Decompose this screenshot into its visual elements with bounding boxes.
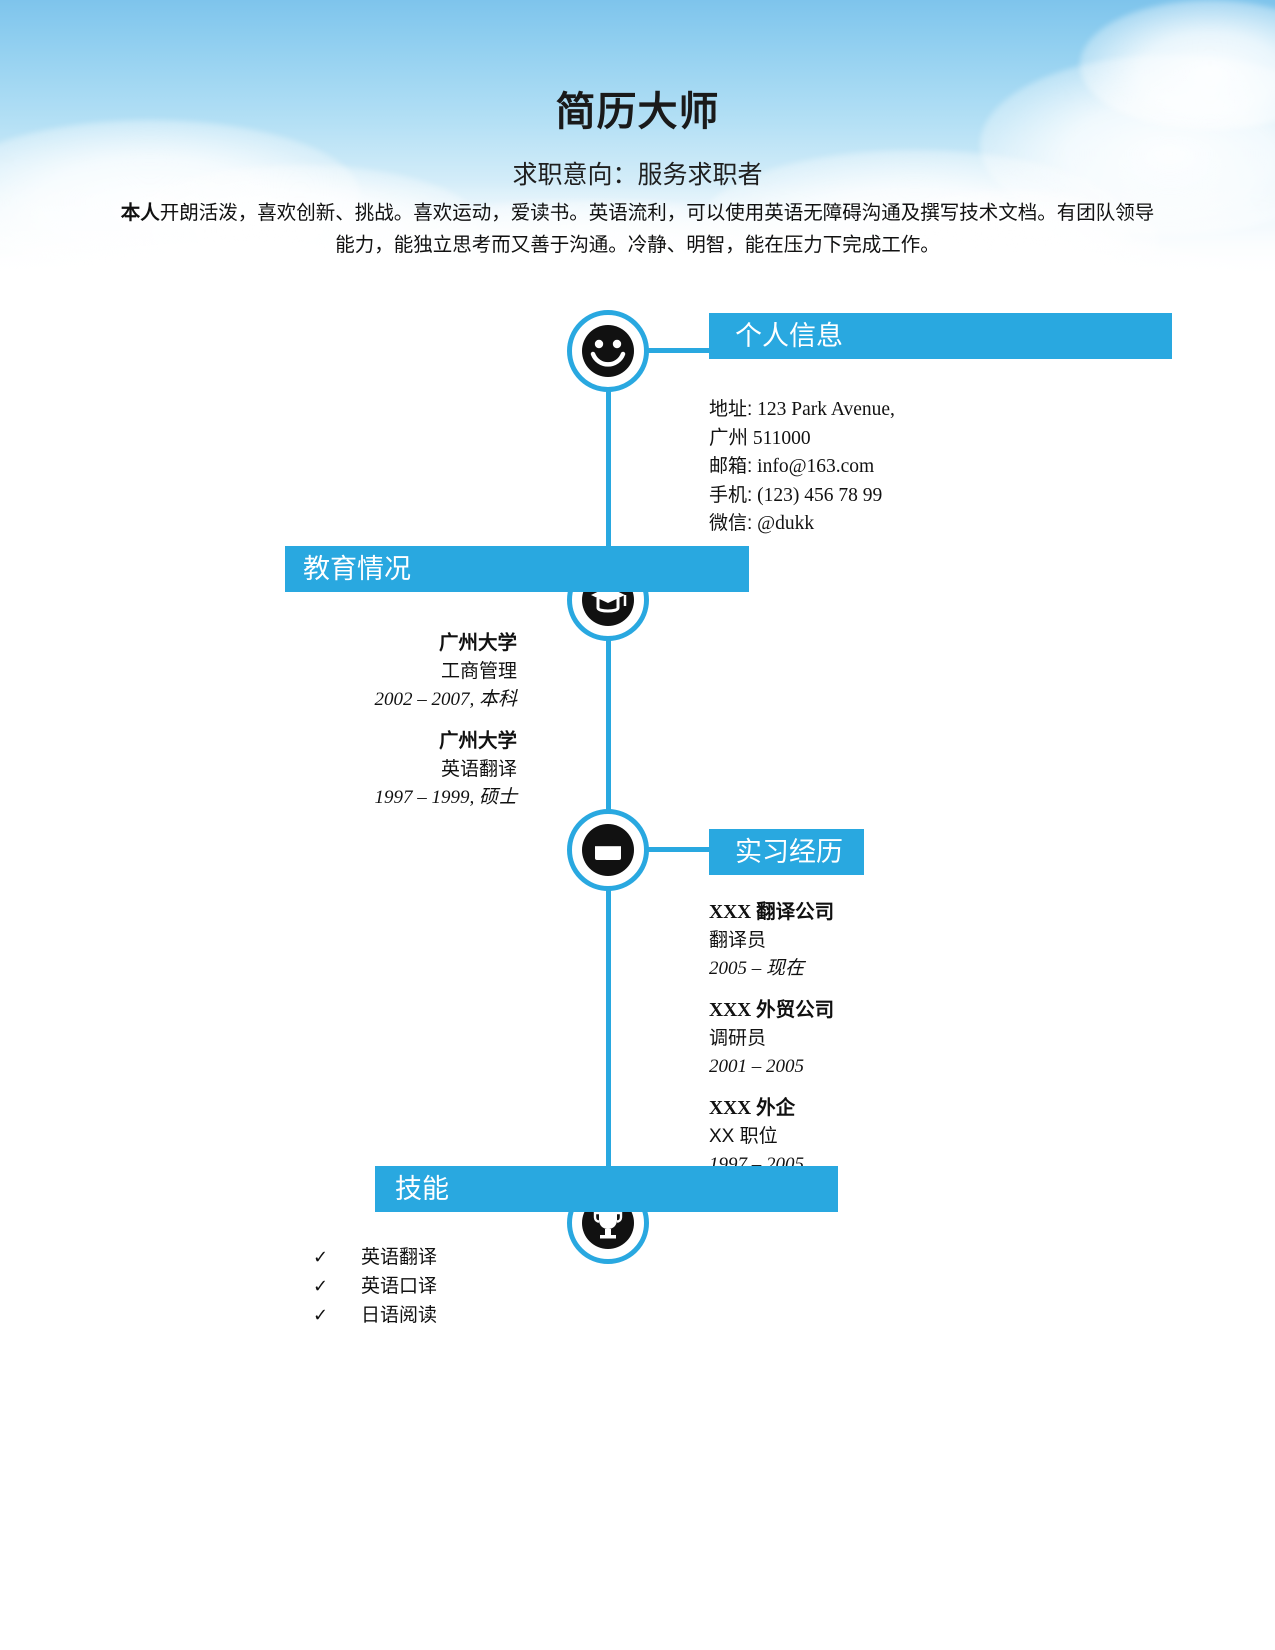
sky-fade-overlay (0, 182, 1275, 292)
experience-role: 调研员 (709, 1028, 767, 1049)
experience-dates: 2005 – 现在 (709, 958, 805, 979)
education-major: 工商管理 (440, 661, 517, 682)
connector-experience (648, 847, 714, 852)
contact-value: info@163.com (757, 456, 875, 477)
education-org: 广州大学 (438, 633, 517, 654)
section-title-skills: 技能 (395, 1173, 449, 1204)
list-item: ✓ 日语阅读 (313, 1301, 643, 1330)
contact-row: 邮箱: info@163.com (709, 453, 1129, 482)
education-major: 英语翻译 (440, 759, 517, 780)
contact-value: 123 Park Avenue, (757, 399, 895, 420)
sky-background (0, 0, 1275, 292)
page-title: 简历大师 (555, 90, 720, 134)
contact-value: (123) 456 78 99 (757, 484, 883, 506)
check-icon: ✓ (313, 1247, 329, 1268)
education-dates: 2002 – 2007, 本科 (374, 689, 517, 710)
contact-row: 手机: (123) 456 78 99 (709, 482, 1129, 511)
education-entries: 广州大学 工商管理 2002 – 2007, 本科 广州大学 英语翻译 1997… (185, 629, 517, 812)
skill-label: 英语口译 (361, 1276, 438, 1297)
contact-label: 微信: (709, 513, 753, 534)
experience-role: XX 职位 (709, 1126, 778, 1147)
intro-paragraph: 本人开朗活泼，喜欢创新、挑战。喜欢运动，爱读书。英语流利，可以使用英语无障碍沟通… (115, 197, 1160, 261)
skill-label: 英语翻译 (361, 1247, 438, 1268)
contact-label: 地址: (709, 399, 753, 420)
experience-company: XXX 翻译公司 (709, 902, 835, 923)
timeline-spine (606, 372, 611, 1222)
smiley-face-icon (581, 324, 635, 378)
contact-label: 手机: (709, 484, 753, 506)
check-icon: ✓ (313, 1276, 329, 1297)
section-banner-education: 教育情况 (285, 546, 749, 592)
connector-personal (648, 348, 714, 353)
experience-dates: 2001 – 2005 (709, 1056, 804, 1077)
experience-entry: XXX 翻译公司 翻译员 2005 – 现在 (709, 898, 1069, 983)
resume-header: 简历大师 求职意向：服务求职者 (0, 0, 1275, 191)
check-icon: ✓ (313, 1305, 329, 1326)
experience-entry: XXX 外贸公司 调研员 2001 – 2005 (709, 996, 1069, 1081)
timeline-node-personal (567, 310, 649, 392)
list-item: ✓ 英语口译 (313, 1272, 643, 1301)
contact-row: 微信: @dukk (709, 510, 1129, 539)
experience-company: XXX 外企 (709, 1098, 796, 1119)
contact-details: 地址: 123 Park Avenue, 广州 511000 邮箱: info@… (709, 396, 1129, 539)
skills-list: ✓ 英语翻译 ✓ 英语口译 ✓ 日语阅读 (313, 1243, 643, 1330)
education-org: 广州大学 (438, 731, 517, 752)
education-entry: 广州大学 英语翻译 1997 – 1999, 硕士 (185, 727, 517, 812)
contact-row: 广州 511000 (709, 425, 1129, 454)
skill-label: 日语阅读 (361, 1305, 438, 1326)
list-item: ✓ 英语翻译 (313, 1243, 643, 1272)
cloud-shape (1080, 0, 1275, 130)
experience-role: 翻译员 (709, 930, 767, 951)
education-entry: 广州大学 工商管理 2002 – 2007, 本科 (185, 629, 517, 714)
briefcase-icon (581, 823, 635, 877)
section-banner-experience: 实习经历 (709, 829, 864, 875)
section-title-experience: 实习经历 (735, 836, 843, 867)
contact-label: 邮箱: (709, 456, 753, 477)
timeline-node-experience (567, 809, 649, 891)
intro-bold-lead: 本人 (120, 202, 160, 224)
section-banner-personal: 个人信息 (709, 313, 1172, 359)
education-dates: 1997 – 1999, 硕士 (374, 787, 517, 808)
section-title-education: 教育情况 (303, 553, 411, 584)
experience-entries: XXX 翻译公司 翻译员 2005 – 现在 XXX 外贸公司 调研员 2001… (709, 898, 1069, 1179)
contact-value: 广州 511000 (709, 427, 811, 449)
section-title-personal: 个人信息 (735, 320, 843, 351)
section-banner-skills: 技能 (375, 1166, 838, 1212)
contact-value: @dukk (757, 513, 815, 534)
job-objective: 求职意向：服务求职者 (512, 161, 763, 189)
experience-company: XXX 外贸公司 (709, 1000, 835, 1021)
contact-row: 地址: 123 Park Avenue, (709, 396, 1129, 425)
intro-body: 开朗活泼，喜欢创新、挑战。喜欢运动，爱读书。英语流利，可以使用英语无障碍沟通及撰… (159, 202, 1155, 256)
